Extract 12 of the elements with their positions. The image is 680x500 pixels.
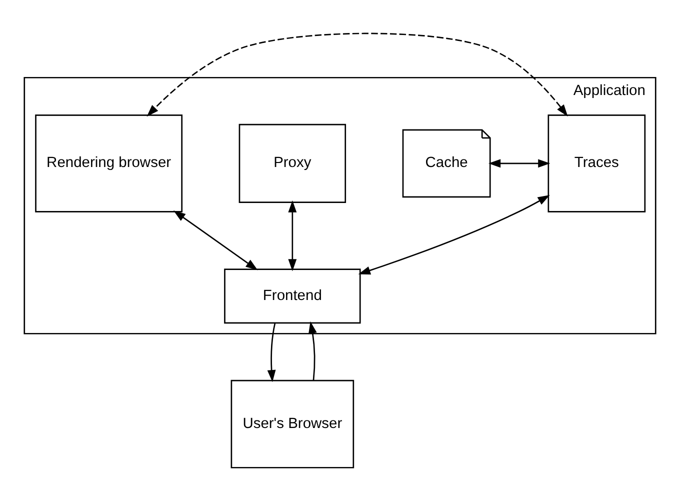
node-box: Frontend	[224, 268, 361, 324]
arrow	[488, 158, 550, 168]
arrow	[358, 194, 550, 274]
node-box: Rendering browser	[35, 114, 183, 212]
node-box: Proxy	[238, 123, 346, 202]
arrow	[173, 210, 258, 270]
arrow	[308, 320, 317, 380]
node-box: Traces	[548, 114, 646, 212]
arrow	[146, 32, 568, 116]
arrow	[288, 200, 297, 271]
node-box: User's Browser	[230, 379, 354, 468]
arrow	[267, 322, 276, 382]
